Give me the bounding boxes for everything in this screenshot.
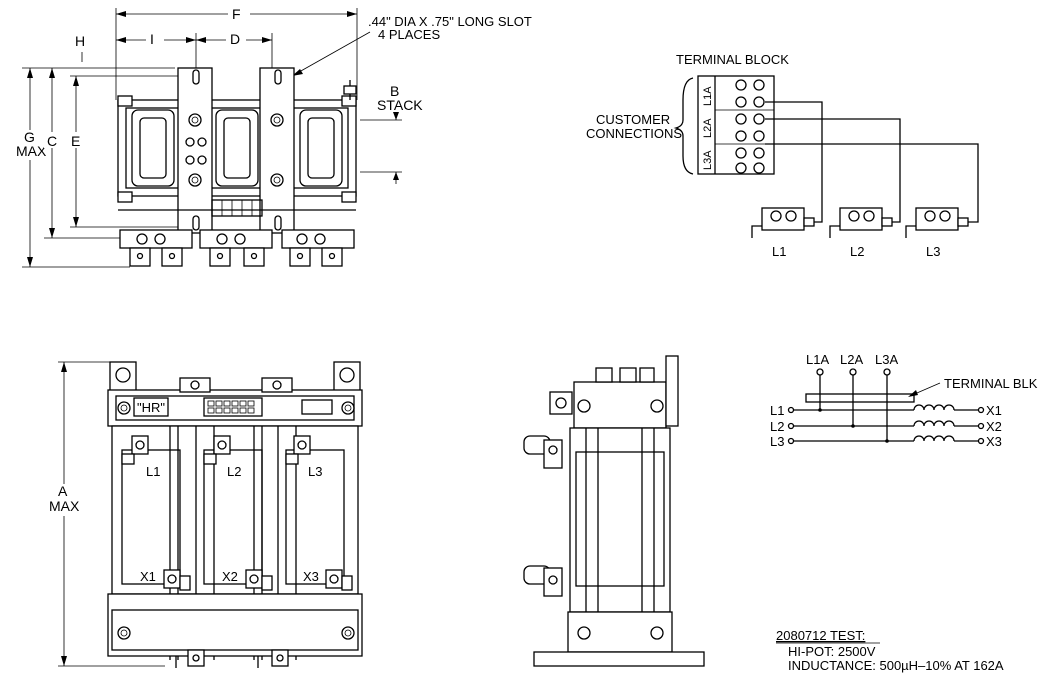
schem-out-x3: X3 xyxy=(986,434,1002,449)
dim-E: E xyxy=(71,133,80,149)
customer-connections-line1: CUSTOMER xyxy=(596,112,670,127)
top-view: F I D H G MAX C E xyxy=(16,5,532,268)
dim-B: B xyxy=(390,83,399,99)
schem-top-l1a: L1A xyxy=(806,352,829,367)
tb-label-l2a: L2A xyxy=(702,118,714,138)
lug-l1 xyxy=(751,207,815,238)
slot-note-line1: .44" DIA X .75" LONG SLOT xyxy=(368,14,532,29)
front-terminal-l1: L1 xyxy=(146,464,160,479)
lug-label-l3: L3 xyxy=(926,244,940,259)
dim-I: I xyxy=(150,31,154,47)
hr-label: "HR" xyxy=(137,400,165,415)
front-terminal-x1: X1 xyxy=(140,569,156,584)
dim-A: A xyxy=(58,483,68,499)
test-hipot: HI-POT: 2500V xyxy=(788,644,876,659)
dim-A-max: MAX xyxy=(49,498,80,514)
lug-l3 xyxy=(905,207,969,238)
schem-block-label: TERMINAL BLK xyxy=(944,376,1038,391)
test-notes: 2080712 TEST: HI-POT: 2500V INDUCTANCE: … xyxy=(776,628,1004,673)
schem-top-l2a: L2A xyxy=(840,352,863,367)
schem-out-x2: X2 xyxy=(986,419,1002,434)
dim-F: F xyxy=(232,6,241,22)
customer-connections-line2: CONNECTIONS xyxy=(586,126,682,141)
dim-stack: STACK xyxy=(377,97,423,113)
lug-label-l2: L2 xyxy=(850,244,864,259)
lug-label-l1: L1 xyxy=(772,244,786,259)
terminal-block-diagram: TERMINAL BLOCK L1A L2A L3A CUSTOMER CONN… xyxy=(586,52,979,259)
schem-in-l3: L3 xyxy=(770,434,784,449)
test-inductance: INDUCTANCE: 500µH–10% AT 162A xyxy=(788,658,1004,673)
dim-G-max: MAX xyxy=(16,143,47,159)
schem-top-l3a: L3A xyxy=(875,352,898,367)
front-view: A MAX "HR" xyxy=(48,361,363,668)
front-terminal-l2: L2 xyxy=(227,464,241,479)
test-title: 2080712 TEST: xyxy=(776,628,865,643)
tb-label-l3a: L3A xyxy=(702,150,714,170)
dim-D: D xyxy=(230,31,240,47)
schematic: L1A L2A L3A TERMINAL BLK L1 L2 L3 X1 xyxy=(770,352,1038,449)
slot-note-line2: 4 PLACES xyxy=(378,27,440,42)
schem-in-l1: L1 xyxy=(770,403,784,418)
dim-G: G xyxy=(24,129,35,145)
terminal-block-title: TERMINAL BLOCK xyxy=(676,52,789,67)
side-view xyxy=(523,355,705,667)
front-terminal-x2: X2 xyxy=(222,569,238,584)
dim-H: H xyxy=(75,33,85,49)
front-terminal-x3: X3 xyxy=(303,569,319,584)
front-terminal-l3: L3 xyxy=(308,464,322,479)
schem-in-l2: L2 xyxy=(770,419,784,434)
lug-l2 xyxy=(829,207,893,238)
tb-label-l1a: L1A xyxy=(702,86,714,106)
schem-out-x1: X1 xyxy=(986,403,1002,418)
dim-C: C xyxy=(47,133,57,149)
